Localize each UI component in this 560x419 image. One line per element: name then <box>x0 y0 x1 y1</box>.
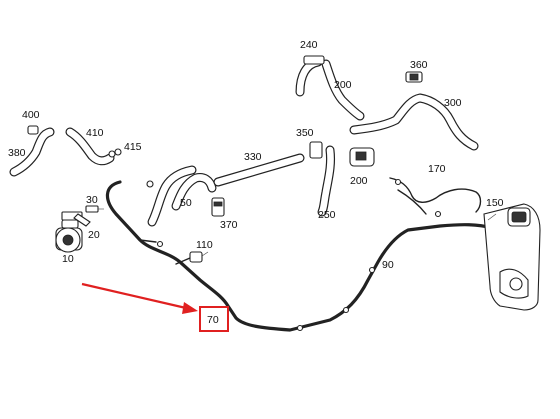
thermostat-housing-10 <box>55 219 83 253</box>
top-hose-240-200 <box>295 55 365 121</box>
callout-30: 30 <box>86 194 98 206</box>
callout-90: 90 <box>382 259 394 271</box>
callout-350: 350 <box>296 127 314 139</box>
callout-70: 70 <box>207 314 219 326</box>
callout-380: 380 <box>8 147 26 159</box>
callout-110: 110 <box>196 239 213 251</box>
callout-200b: 200 <box>350 175 368 187</box>
coolant-line-70-90 <box>105 180 494 332</box>
callout-370: 370 <box>220 219 238 231</box>
connector-370 <box>211 197 225 217</box>
callout-50: 50 <box>180 197 192 209</box>
callout-250: 250 <box>318 209 336 221</box>
fitting-360 <box>405 71 423 83</box>
callout-410: 410 <box>86 127 104 139</box>
left-hose-assembly <box>9 125 122 177</box>
expansion-tank-150 <box>483 203 541 311</box>
callout-labels: 240 200 360 300 400 410 415 380 350 330 … <box>8 39 504 271</box>
hose-50 <box>146 165 217 227</box>
callout-330: 330 <box>244 151 262 163</box>
callout-415: 415 <box>124 141 142 153</box>
highlight-arrow <box>81 282 198 314</box>
callout-360: 360 <box>410 59 428 71</box>
callout-400: 400 <box>22 109 40 121</box>
highlight-box-70[interactable]: 70 <box>199 306 229 332</box>
callout-170: 170 <box>428 163 446 175</box>
hose-300 <box>349 93 479 151</box>
clip-110 <box>189 251 209 263</box>
callout-150: 150 <box>486 197 504 209</box>
callout-240: 240 <box>300 39 318 51</box>
callout-300: 300 <box>444 97 462 109</box>
callout-20: 20 <box>88 229 100 241</box>
line-170 <box>389 177 482 218</box>
callout-200: 200 <box>334 79 352 91</box>
pipe-330 <box>213 153 305 187</box>
bracket-20-30 <box>61 205 104 227</box>
hose-250-350 <box>309 141 375 217</box>
callout-10: 10 <box>62 253 74 265</box>
